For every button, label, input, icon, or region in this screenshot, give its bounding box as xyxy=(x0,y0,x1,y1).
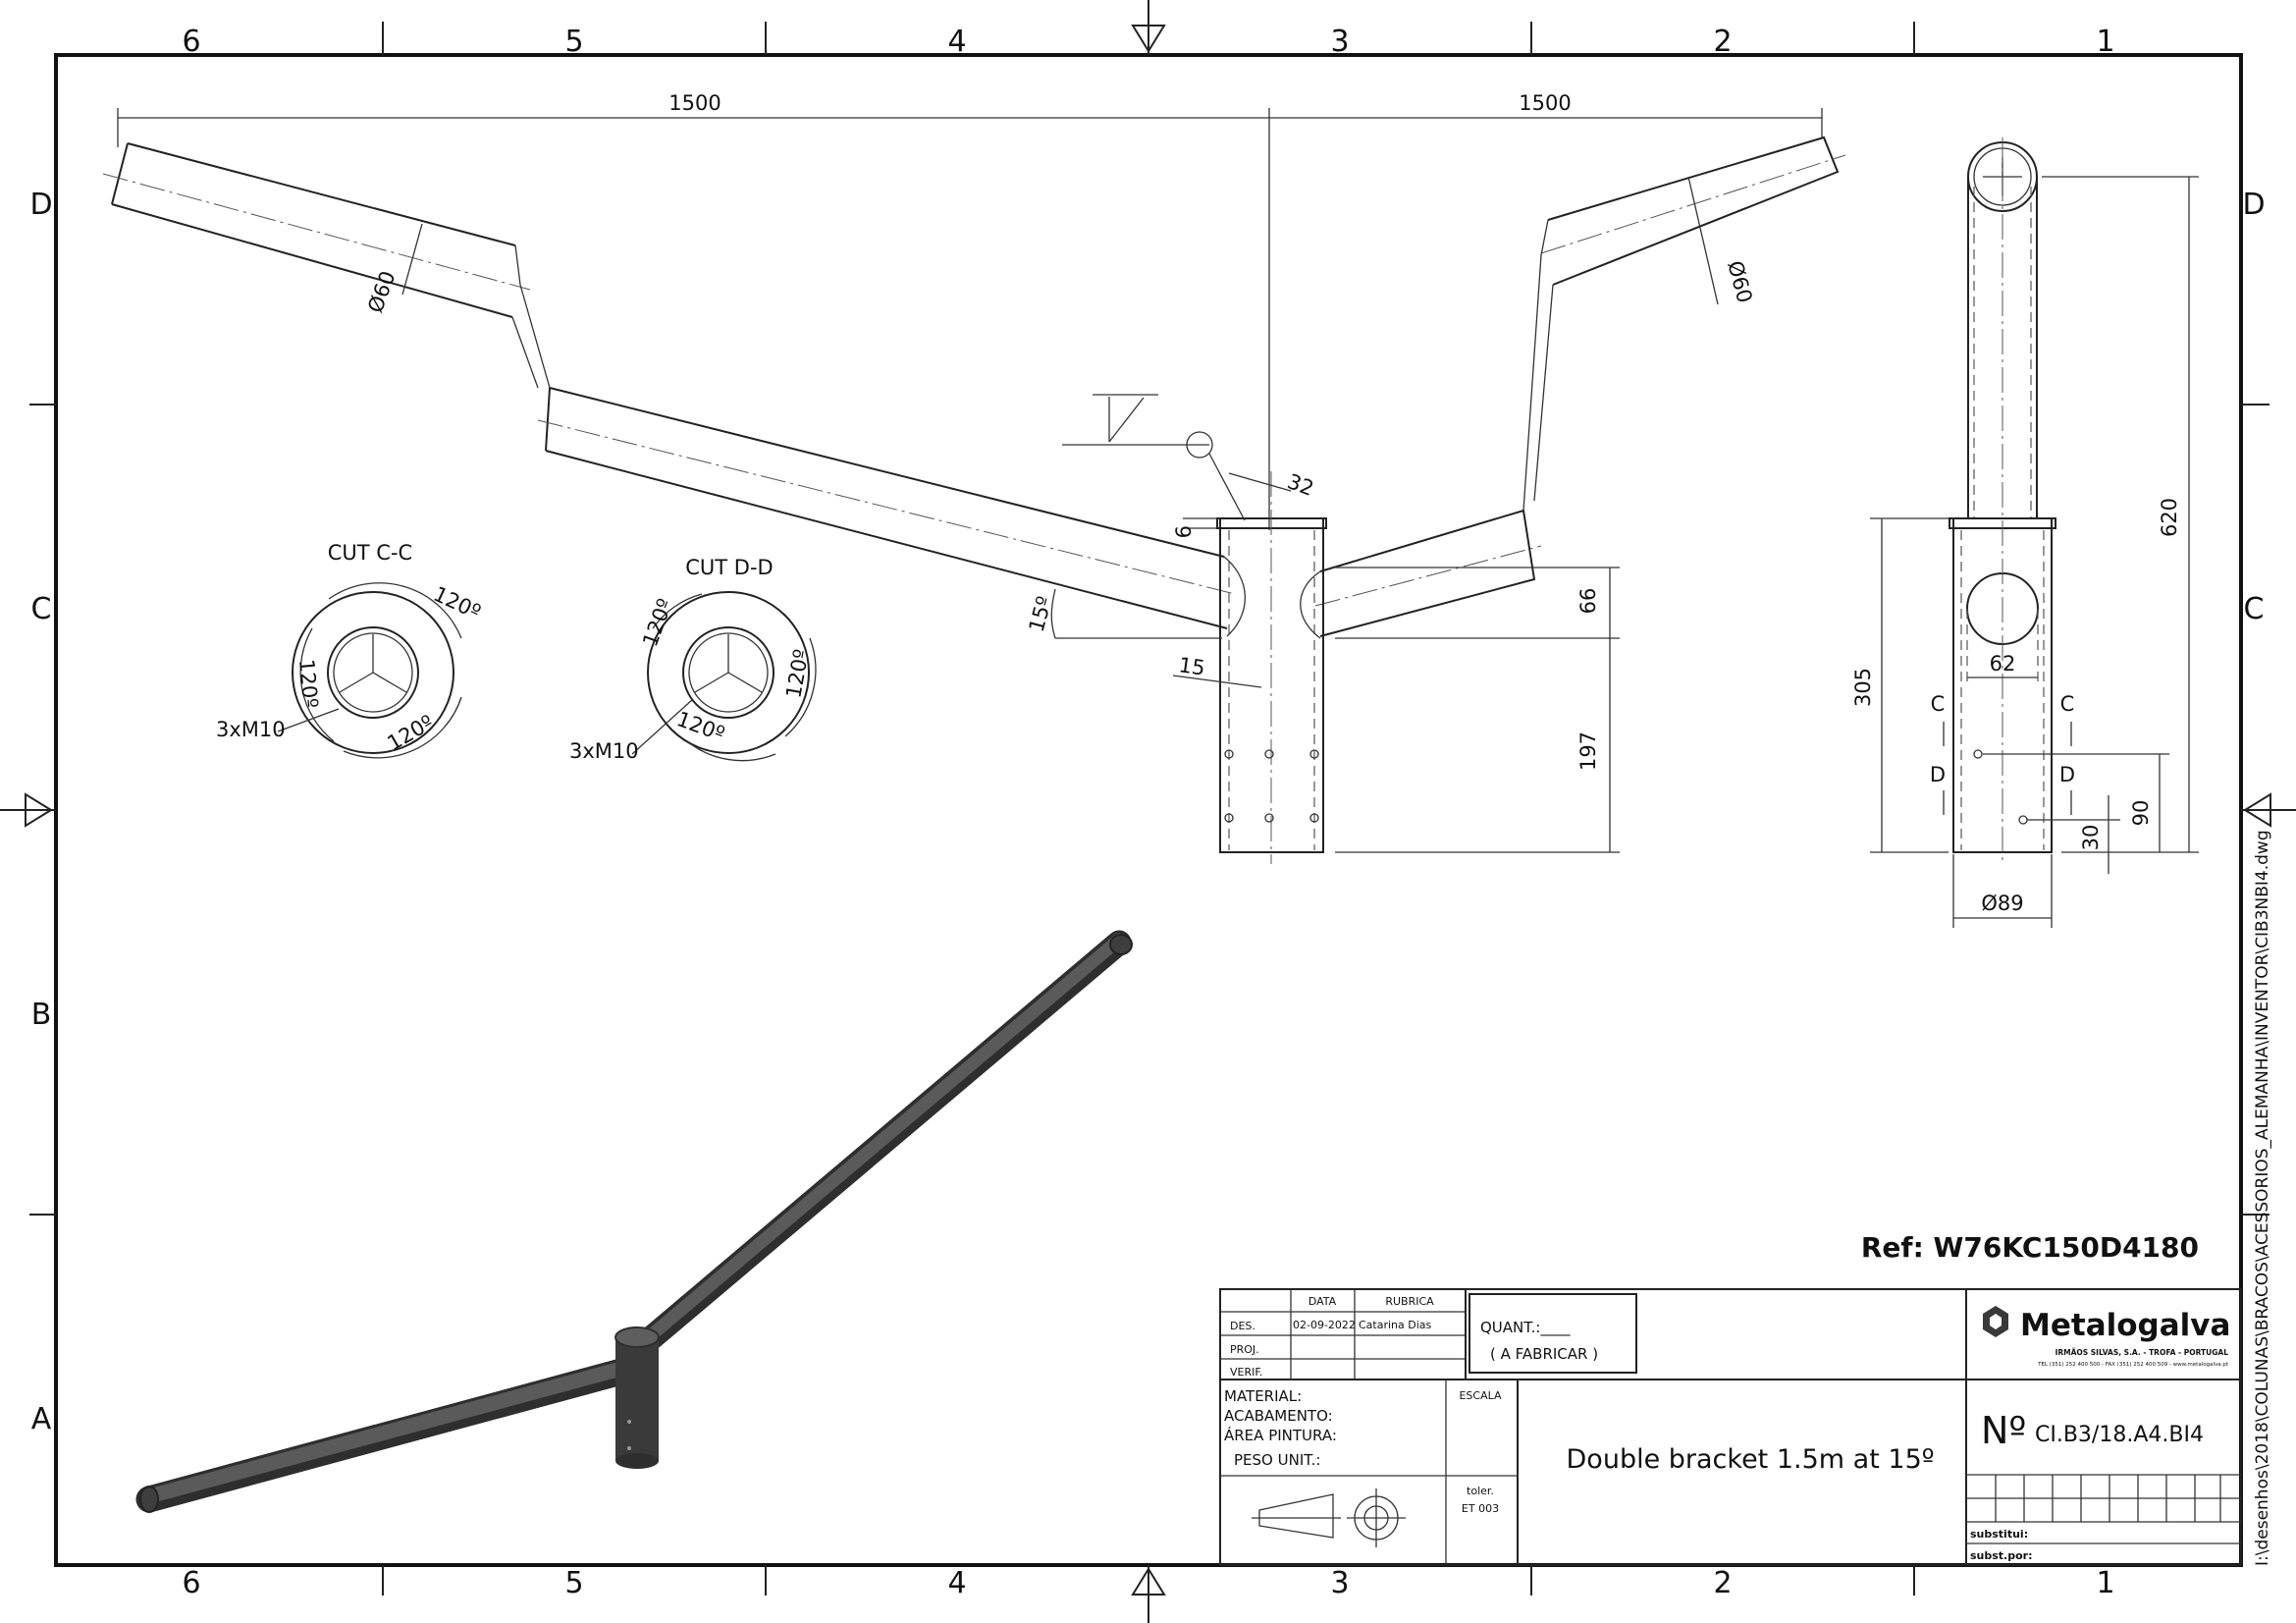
dim-weld-depth: 15 xyxy=(1177,653,1206,679)
grid-col-label: 6 xyxy=(182,1566,200,1600)
dim-cap-thickness: 6 xyxy=(1172,525,1196,538)
section-d-angle-c: 120º xyxy=(673,707,727,746)
grid-col-label: 2 xyxy=(1713,25,1732,59)
section-d-title: CUT D-D xyxy=(685,556,773,579)
row-des-label: DES. xyxy=(1230,1320,1255,1332)
center-mark-left xyxy=(0,792,56,828)
subst-por-label: subst.por: xyxy=(1970,1549,2033,1562)
grid-row-label: D xyxy=(29,188,52,222)
section-c-angle-a: 120º xyxy=(430,582,484,624)
dim-left-span: 1500 xyxy=(668,91,721,115)
dim-angle-weld: 32 xyxy=(1284,469,1316,501)
grid-col-label: 1 xyxy=(2096,1566,2114,1600)
area-pintura-label: ÁREA PINTURA: xyxy=(1224,1426,1337,1444)
substitui-label: substitui: xyxy=(1970,1528,2028,1541)
dim-arm-drop: 66 xyxy=(1576,588,1600,615)
section-d-angle-a: 120º xyxy=(638,596,677,650)
dim-sleeve-dia: Ø89 xyxy=(1981,892,2023,915)
toler-label: toler. xyxy=(1467,1485,1494,1497)
acabamento-label: ACABAMENTO: xyxy=(1224,1407,1333,1425)
material-label: MATERIAL: xyxy=(1224,1387,1302,1405)
quant-label: QUANT.:____ xyxy=(1480,1319,1571,1337)
dim-hole-c-height: 90 xyxy=(2129,800,2153,827)
title-block: DATA RUBRICA DES. PROJ. VERIF. 02-09-202… xyxy=(1219,1288,2242,1566)
grid-col-label: 3 xyxy=(1330,25,1349,59)
grid-col-label: 4 xyxy=(947,25,966,59)
center-mark-right xyxy=(2241,792,2296,828)
section-mark-d-right: D xyxy=(2059,763,2075,786)
section-c-bolts: 3xM10 xyxy=(216,718,286,741)
row-verif-label: VERIF. xyxy=(1230,1366,1262,1379)
grid-labels: 6 5 4 3 2 1 6 5 4 3 2 1 D C B A D C xyxy=(29,25,2265,1600)
center-mark-top xyxy=(1131,0,1166,55)
front-view xyxy=(102,135,1846,864)
company-contact: TEL (351) 252 400 500 - FAX (351) 252 40… xyxy=(2037,1362,2229,1368)
dim-sleeve-height: 305 xyxy=(1851,668,1875,707)
section-mark-d-left: D xyxy=(1930,763,1946,786)
dim-right-span: 1500 xyxy=(1519,91,1571,115)
section-c-title: CUT C-C xyxy=(328,541,412,565)
file-path: I:\desenhos\2018\COLUNAS\BRACOS\ACESSORI… xyxy=(2253,830,2272,1566)
section-mark-c-right: C xyxy=(2060,692,2075,716)
grid-col-label: 6 xyxy=(182,25,200,59)
company-logo-icon xyxy=(1983,1306,2008,1337)
drawing-title: Double bracket 1.5m at 15º xyxy=(1567,1444,1935,1475)
side-view-dimensions: 620 305 62 90 30 Ø89 C C D D xyxy=(1851,176,2199,928)
grid-col-label: 2 xyxy=(1713,1566,1732,1600)
dim-hole-d-height: 30 xyxy=(2079,825,2103,851)
escala-label: ESCALA xyxy=(1459,1389,1502,1402)
grid-col-label: 1 xyxy=(2096,25,2114,59)
dim-dia-right: Ø60 xyxy=(1723,258,1756,305)
dim-total-height: 620 xyxy=(2158,498,2181,537)
grid-row-label: A xyxy=(31,1402,52,1436)
grid-row-label: B xyxy=(31,998,52,1032)
section-c-angle-b: 120º xyxy=(294,658,322,709)
drawing-number-prefix: Nº xyxy=(1981,1409,2026,1452)
projection-symbol-icon xyxy=(1252,1488,1406,1547)
drawing-number: CI.B3/18.A4.BI4 xyxy=(2035,1423,2204,1447)
grid-row-label: D xyxy=(2242,188,2265,222)
row-proj-label: PROJ. xyxy=(1230,1343,1259,1356)
section-d-angle-b: 120º xyxy=(781,647,813,699)
front-view-dimensions: 1500 1500 Ø60 Ø60 32 6 15º 15 66 197 xyxy=(117,91,1823,853)
col-data-label: DATA xyxy=(1308,1295,1337,1308)
isometric-render xyxy=(135,930,1133,1513)
section-c-c: CUT C-C 120º 120º 120º 3xM10 xyxy=(216,541,484,759)
dim-sleeve-lower: 197 xyxy=(1576,731,1600,771)
section-c-angle-c: 120º xyxy=(384,711,438,756)
section-d-d: CUT D-D 120º 120º 120º 3xM10 xyxy=(569,556,817,763)
company-subtitle: IRMÃOS SILVAS, S.A. - TROFA - PORTUGAL xyxy=(2056,1348,2229,1357)
section-mark-c-left: C xyxy=(1931,692,1946,716)
dim-dia-left: Ø60 xyxy=(363,268,400,316)
dim-bore-width: 62 xyxy=(1990,652,2016,676)
des-date: 02-09-2022 xyxy=(1293,1319,1356,1331)
grid-col-label: 3 xyxy=(1330,1566,1349,1600)
grid-row-label: C xyxy=(2244,592,2265,626)
grid-row-label: C xyxy=(31,592,52,626)
grid-col-label: 5 xyxy=(564,1566,583,1600)
des-name: Catarina Dias xyxy=(1359,1319,1432,1331)
dim-arm-angle: 15º xyxy=(1025,594,1057,635)
grid-col-label: 5 xyxy=(564,25,583,59)
peso-label: PESO UNIT.: xyxy=(1234,1451,1320,1469)
grid-col-label: 4 xyxy=(947,1566,966,1600)
toler-standard: ET 003 xyxy=(1462,1502,1499,1515)
reference-code: Ref: W76KC150D4180 xyxy=(1861,1231,2199,1264)
section-d-bolts: 3xM10 xyxy=(569,739,639,763)
quant-note: ( A FABRICAR ) xyxy=(1490,1345,1598,1363)
center-mark-bottom xyxy=(1131,1565,1166,1623)
side-view xyxy=(1949,137,2056,864)
col-rubrica-label: RUBRICA xyxy=(1385,1295,1434,1308)
company-name: Metalogalva xyxy=(2020,1308,2230,1343)
